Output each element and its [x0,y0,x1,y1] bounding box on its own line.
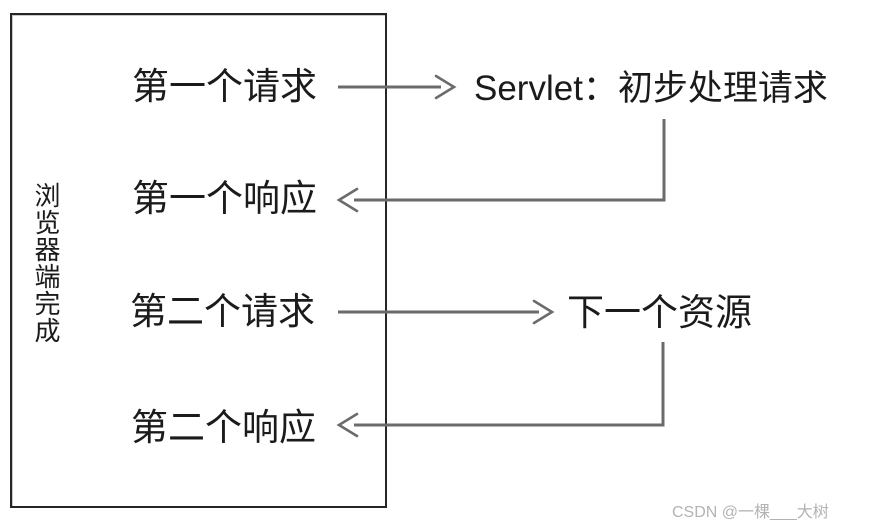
watermark: CSDN @一棵___大树 [672,504,829,521]
label-first-request: 第一个请求 [132,66,317,107]
arrow-second-response-icon [336,342,665,438]
browser-box-label: 浏览器端完成 [31,182,61,344]
label-servlet-processing: Servlet：初步处理请求 [474,69,828,108]
label-first-response: 第一个响应 [132,178,317,219]
arrow-first-response-icon [336,119,666,213]
browser-box [10,13,387,508]
label-second-request: 第二个请求 [130,291,315,332]
label-next-resource: 下一个资源 [567,292,752,333]
label-second-response: 第二个响应 [131,407,316,448]
